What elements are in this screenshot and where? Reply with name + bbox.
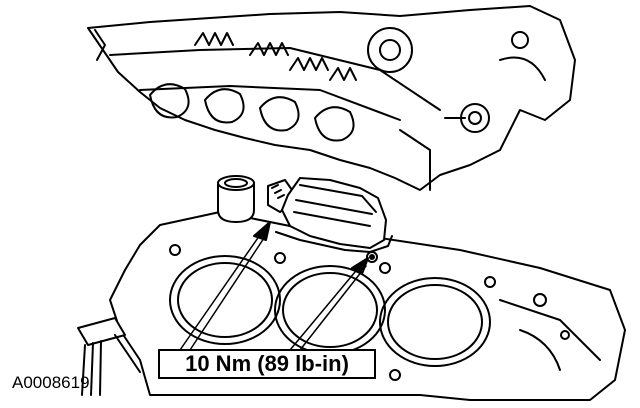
wiring-harness <box>77 317 141 396</box>
figure-id-label: A0008619 <box>12 373 90 392</box>
arrowhead-right <box>351 257 369 275</box>
cylinder-bore-3 <box>379 277 491 367</box>
filler-neck <box>217 175 255 223</box>
cylinder-bore-1 <box>169 255 281 345</box>
torque-callout: 10 Nm (89 lb-in) <box>158 349 376 379</box>
leader-lines <box>179 231 367 351</box>
arrowhead-left <box>253 221 271 241</box>
cylinder-head <box>87 5 576 191</box>
pcv-housing <box>267 177 393 263</box>
